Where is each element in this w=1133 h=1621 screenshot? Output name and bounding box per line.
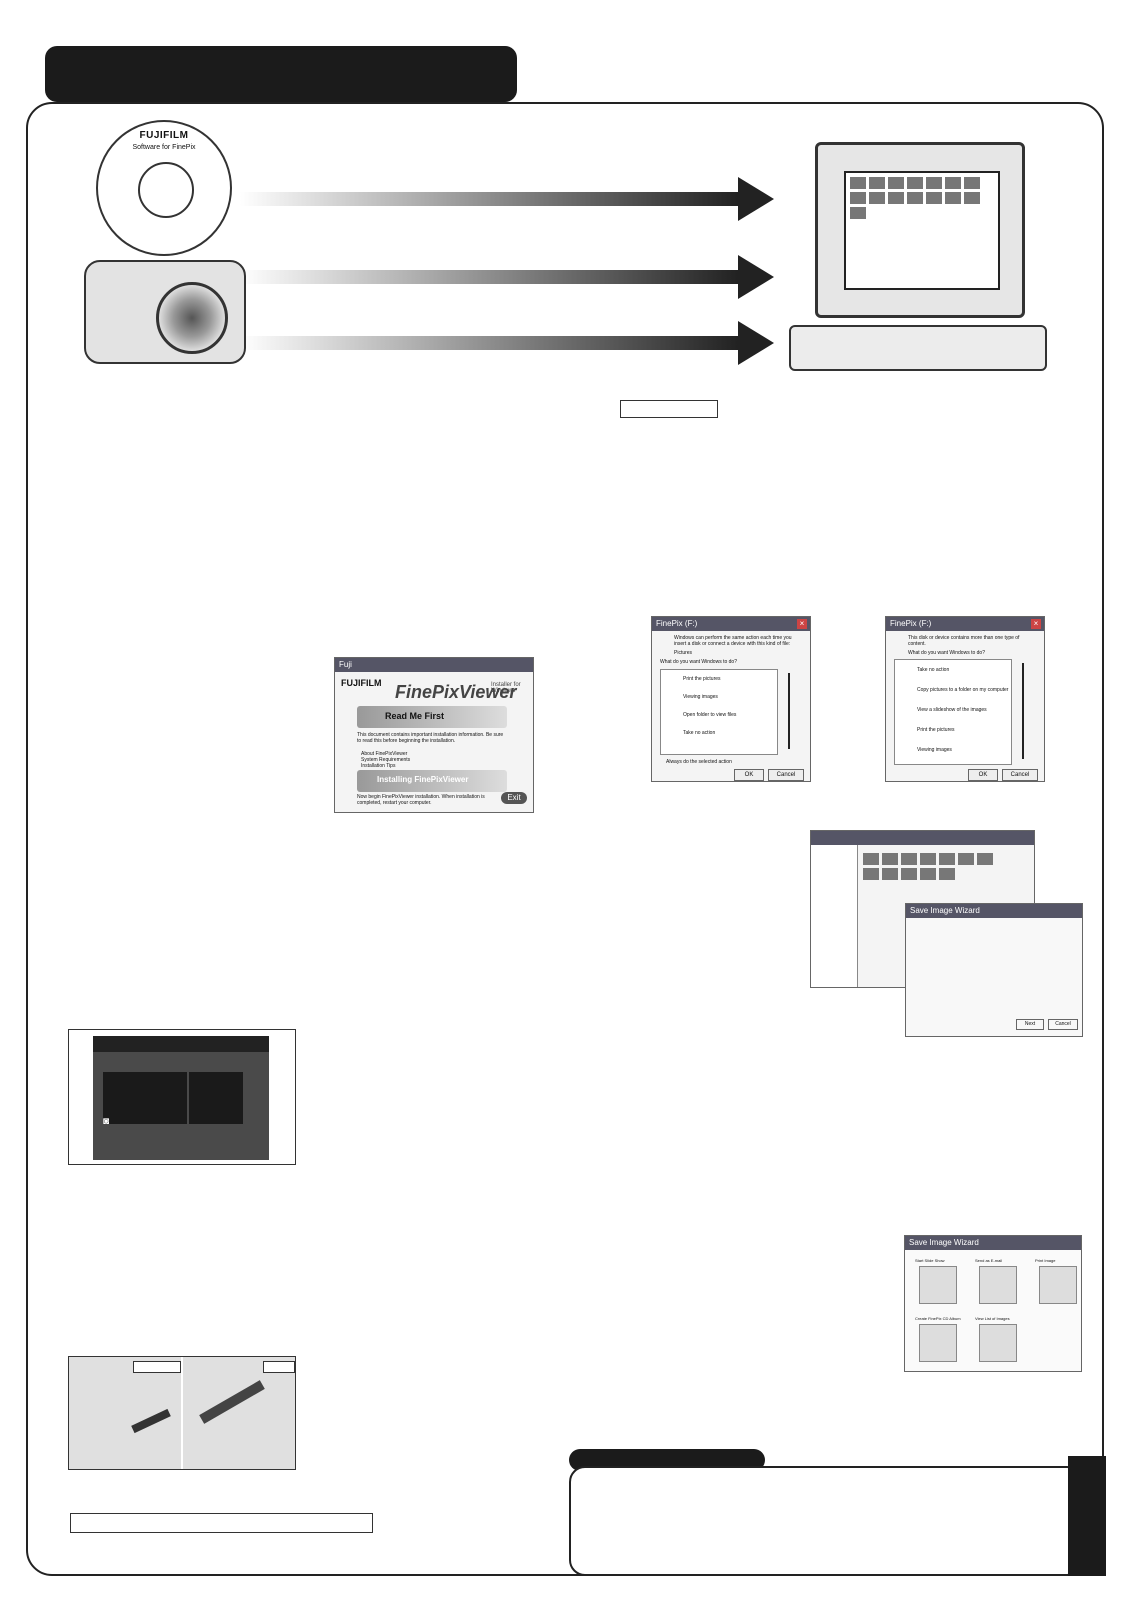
autoplay-2-question: What do you want Windows to do? [908,650,985,656]
always-checkbox[interactable]: Always do the selected action [666,759,732,765]
list-item[interactable]: Viewing images [683,694,718,700]
cd-album-icon[interactable] [919,1324,957,1362]
keyboard-image [789,325,1047,371]
read-me-first-band[interactable] [357,706,507,728]
section-title-bar [45,46,517,102]
autoplay-2-prompt: This disk or device contains more than o… [908,635,1020,647]
installer-product: FinePixViewer [395,682,517,702]
thumbnail-grid [859,849,997,884]
digital-camera-image [84,260,246,364]
image-divider [181,1357,183,1469]
autoplay-1-title: FinePix (F:) [652,617,810,631]
option-label[interactable]: Start Slide Show [915,1258,945,1263]
scroll-arrow-icon [1022,663,1024,759]
label-box [133,1361,181,1373]
label-box [620,400,718,418]
next-button[interactable]: Next [1016,1019,1044,1030]
option-label[interactable]: View List of Images [975,1316,1010,1321]
exit-button[interactable]: Exit [501,792,527,804]
email-icon[interactable] [979,1266,1017,1304]
list-item[interactable]: Viewing images [917,747,952,753]
autoplay-2-list[interactable]: Take no action Copy pictures to a folder… [894,659,1012,765]
cancel-button[interactable]: Cancel [1048,1019,1078,1030]
list-item[interactable]: View a slideshow of the images [917,707,987,713]
autoplay-1-question: What do you want Windows to do? [660,659,737,665]
list-item[interactable]: Print the pictures [683,676,721,682]
option-label[interactable]: Create FinePix CD Album [915,1316,961,1321]
save-wizard-title: Save Image Wizard [906,904,1082,918]
installing-text: Now begin FinePixViewer installation. Wh… [357,794,485,806]
lcd-topbar [93,1036,269,1052]
content-frame [26,102,1104,1576]
autoplay-1-list[interactable]: Print the pictures Viewing images Open f… [660,669,778,755]
bullet-item: Installation Tips [361,763,396,769]
usb-connection-image [68,1356,296,1470]
scroll-arrow-icon [788,673,790,749]
close-icon[interactable]: × [797,619,807,629]
autoplay-1-type: Pictures [674,650,693,656]
viewer-titlebar [811,831,1034,845]
bullet-item: System Requirements [361,757,411,763]
note-box [569,1466,1083,1576]
cd-subtitle: Software for FinePix [132,144,196,151]
label-box [263,1361,295,1373]
cd-center-hole [138,162,194,218]
folder-tree[interactable] [811,845,858,987]
cd-to-pc-arrow-icon [240,177,774,221]
usb-plug-icon [199,1380,265,1424]
autoplay-dialog-1: FinePix (F:) × Windows can perform the s… [651,616,811,782]
list-item[interactable]: Take no action [683,730,716,736]
note-tab [569,1449,765,1471]
autoplay-dialog-2: FinePix (F:) × This disk or device conta… [885,616,1045,782]
installer-window-title: Fuji [335,658,533,672]
installer-tag: Installer for Windows [491,682,521,694]
close-icon[interactable]: × [1031,619,1041,629]
installing-band[interactable] [357,770,507,792]
cancel-button[interactable]: Cancel [768,769,804,781]
read-me-first-label: Read Me First [385,711,445,721]
camera-icon: ◙ [103,1116,110,1127]
slideshow-icon[interactable] [919,1266,957,1304]
caption-box [70,1513,373,1533]
computer-monitor-image [815,142,1025,318]
installer-brand: FUJIFILM [341,678,382,688]
list-item[interactable]: Print the pictures [917,727,955,733]
usb-cable-icon [131,1408,171,1434]
lcd-screen: ◙ [93,1036,269,1160]
option-label[interactable]: Print Image [1035,1258,1056,1263]
read-me-text: This document contains important install… [357,732,504,744]
ok-button[interactable]: OK [968,769,998,781]
list-item[interactable]: Open folder to view files [683,712,737,718]
lcd-menu-list [103,1072,187,1124]
camera-to-pc-arrow-2-icon [240,321,774,365]
autoplay-1-prompt: Windows can perform the same action each… [674,635,792,647]
cd-brand: FUJIFILM [139,130,189,141]
software-cd-image: FUJIFILM Software for FinePix [96,120,232,256]
image-list-icon[interactable] [979,1324,1017,1362]
list-item[interactable]: Copy pictures to a folder on my computer [917,687,1009,693]
camera-lens-icon [156,282,228,354]
lcd-menu-options [189,1072,243,1124]
camera-lcd-menu-image: ◙ [68,1029,296,1165]
page-side-tab [1068,1456,1106,1576]
list-item[interactable]: Take no action [917,667,950,673]
autoplay-2-title: FinePix (F:) [886,617,1044,631]
save-wizard-options-screenshot: Save Image Wizard Start Slide Show Send … [904,1235,1082,1372]
camera-to-pc-arrow-icon [240,255,774,299]
ok-button[interactable]: OK [734,769,764,781]
installing-label: Installing FinePixViewer [377,775,469,784]
save-wizard-2-title: Save Image Wizard [905,1236,1081,1250]
option-label[interactable]: Send as E-mail [975,1258,1003,1263]
monitor-screen [844,171,1000,290]
cancel-button[interactable]: Cancel [1002,769,1038,781]
installer-window-screenshot: Fuji FUJIFILM FinePixViewer Installer fo… [334,657,534,813]
print-icon[interactable] [1039,1266,1077,1304]
save-wizard-screenshot: Save Image Wizard Next Cancel [905,903,1083,1037]
bullet-item: About FinePixViewer [361,751,408,757]
read-me-bullets: About FinePixViewer System Requirements … [361,751,410,769]
